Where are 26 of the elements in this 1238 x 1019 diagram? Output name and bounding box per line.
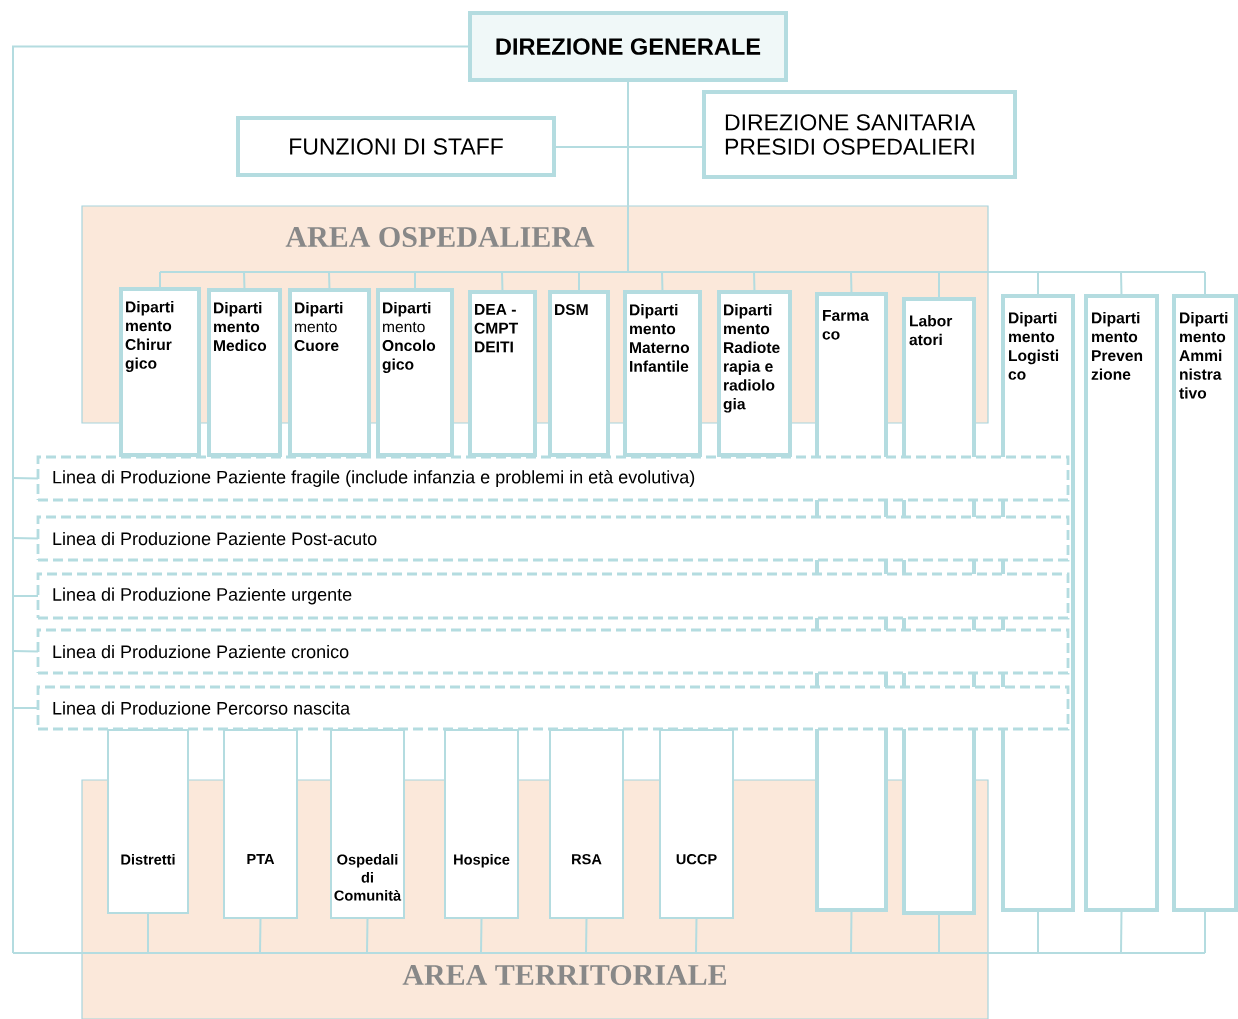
service-column: Ospedali di Comunità (330, 729, 405, 919)
service-column: Distretti (107, 729, 189, 914)
department-column: DEA - CMPT DEITI (468, 290, 537, 457)
management-box: DIREZIONE SANITARIA PRESIDI OSPEDALIERI (702, 90, 1017, 179)
department-column: Diparti mento Oncolo gico (376, 288, 454, 457)
area-title: AREA OSPEDALIERA (285, 226, 595, 248)
production-line-band: Linea di Produzione Paziente cronico (36, 628, 1070, 675)
service-column: PTA (223, 729, 298, 919)
department-column: Diparti mento Radiote rapia e radiolo gia (717, 290, 792, 457)
management-box: FUNZIONI DI STAFF (236, 116, 556, 177)
department-column: DSM (548, 290, 610, 457)
connector-line (12, 45, 1206, 954)
management-box: DIREZIONE GENERALE (468, 11, 788, 82)
service-column: RSA (549, 729, 624, 919)
department-column: Diparti mento Ammi nistra tivo (1172, 294, 1238, 912)
connector-line (159, 79, 1206, 300)
service-column: Hospice (444, 729, 519, 919)
department-column: Diparti mento Materno Infantile (623, 290, 702, 457)
department-column: Diparti mento Cuore (288, 288, 371, 457)
area-title: AREA TERRITORIALE (402, 964, 727, 986)
production-line-band: Linea di Produzione Paziente urgente (36, 572, 1070, 620)
production-line-band: Linea di Produzione Paziente Post-acuto (36, 515, 1070, 562)
department-column: Diparti mento Preven zione (1084, 294, 1159, 912)
department-column: Diparti mento Medico (207, 288, 282, 457)
service-column: UCCP (659, 729, 734, 919)
department-column: Diparti mento Chirur gico (119, 287, 201, 457)
